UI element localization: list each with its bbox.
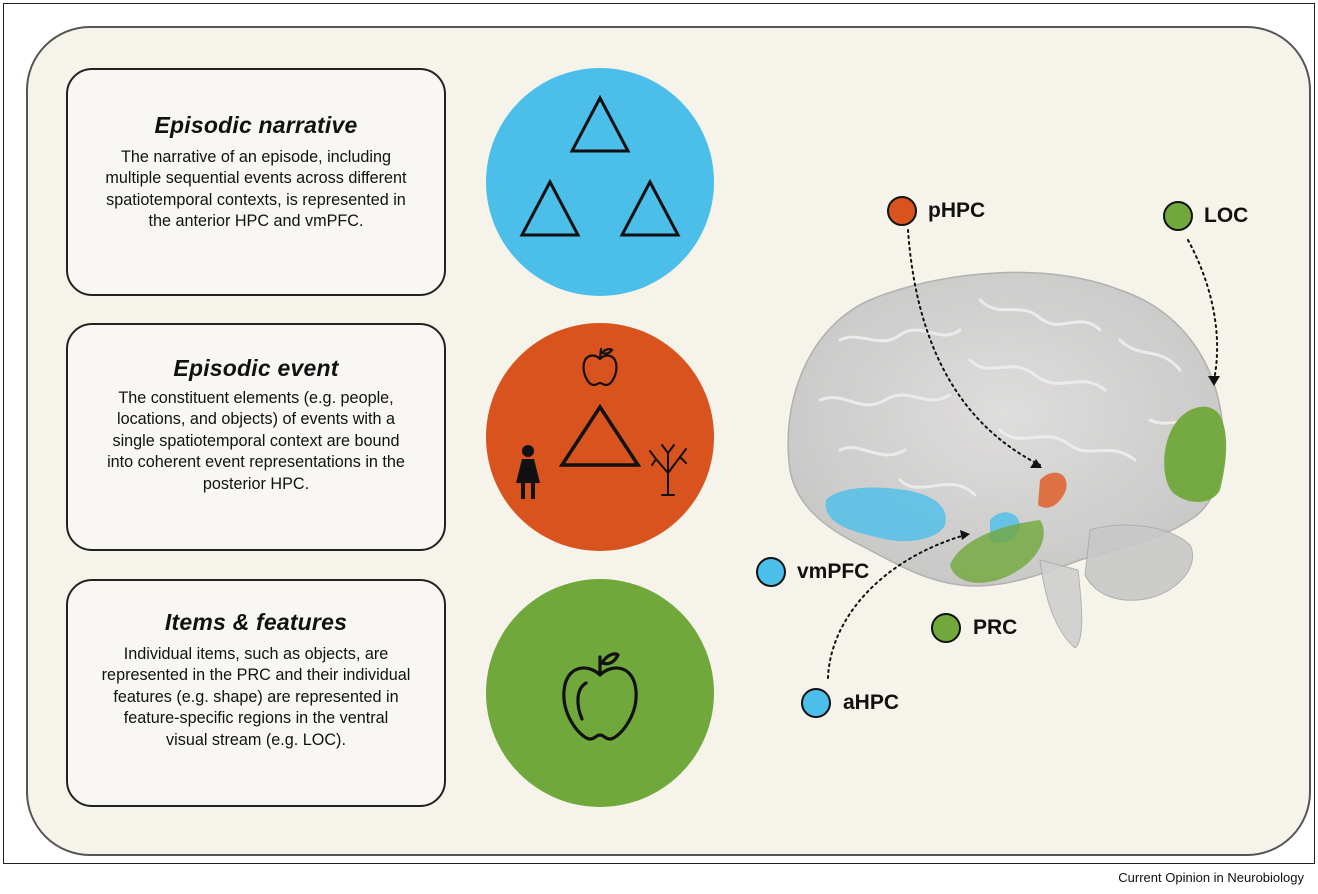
card-title: Episodic event bbox=[173, 355, 339, 381]
card-line: Individual items, such as objects, are bbox=[123, 645, 389, 663]
card-body: Individual items, such as objects, are r… bbox=[68, 644, 444, 751]
card-line: posterior HPC. bbox=[202, 474, 310, 493]
tree-icon bbox=[649, 444, 687, 496]
card-line: visual stream (e.g. LOC). bbox=[166, 730, 346, 749]
prc-dot bbox=[931, 613, 961, 643]
card-line: The constituent elements (e.g. people, bbox=[118, 389, 394, 407]
figure-credit: Current Opinion in Neurobiology bbox=[1118, 870, 1304, 885]
card-line: the anterior HPC and vmPFC. bbox=[148, 212, 364, 231]
prc-label: PRC bbox=[973, 616, 1018, 639]
card-body: The narrative of an episode, including m… bbox=[68, 147, 444, 233]
triangles-graphic bbox=[519, 94, 681, 237]
loc-dot bbox=[1163, 201, 1193, 231]
card-title: Episodic narrative bbox=[154, 112, 358, 138]
phpc-label: pHPC bbox=[928, 199, 986, 222]
woman-icon bbox=[516, 445, 540, 499]
card-line: The narrative of an episode, including bbox=[121, 148, 391, 166]
card-line: multiple sequential events across differ… bbox=[105, 169, 407, 188]
apple-icon bbox=[582, 347, 618, 387]
card-title: Items & features bbox=[164, 609, 348, 635]
ahpc-dot bbox=[801, 688, 831, 718]
circle-narrative bbox=[486, 68, 714, 296]
event-graphic bbox=[516, 347, 687, 499]
card-line: represented in the PRC and their individ… bbox=[101, 666, 411, 685]
triangle-icon bbox=[619, 178, 681, 237]
vmpfc-label: vmPFC bbox=[797, 560, 870, 583]
card-line: feature-specific regions in the ventral bbox=[123, 709, 389, 728]
circle-items bbox=[486, 579, 714, 807]
circle-event bbox=[486, 323, 714, 551]
triangle-icon bbox=[569, 94, 631, 153]
card-line: single spatiotemporal context are bound bbox=[112, 431, 400, 450]
apple-icon bbox=[562, 652, 638, 741]
card-line: spatiotemporal contexts, is represented … bbox=[106, 190, 406, 209]
triangle-icon bbox=[558, 403, 642, 467]
items-graphic bbox=[562, 652, 638, 741]
card-episodic-narrative: Episodic narrative The narrative of an e… bbox=[66, 68, 446, 296]
card-line: locations, and objects) of events with a bbox=[116, 410, 396, 429]
loc-label: LOC bbox=[1204, 204, 1249, 227]
card-line: into coherent event representations in t… bbox=[107, 453, 405, 472]
vmpfc-dot bbox=[756, 557, 786, 587]
card-items-features: Items & features Individual items, such … bbox=[66, 579, 446, 807]
ahpc-label: aHPC bbox=[843, 691, 900, 714]
card-episodic-event: Episodic event The constituent elements … bbox=[66, 323, 446, 551]
phpc-dot bbox=[887, 196, 917, 226]
triangle-icon bbox=[519, 178, 581, 237]
card-line: features (e.g. shape) are represented in bbox=[113, 687, 399, 706]
card-body: The constituent elements (e.g. people, l… bbox=[68, 388, 444, 495]
